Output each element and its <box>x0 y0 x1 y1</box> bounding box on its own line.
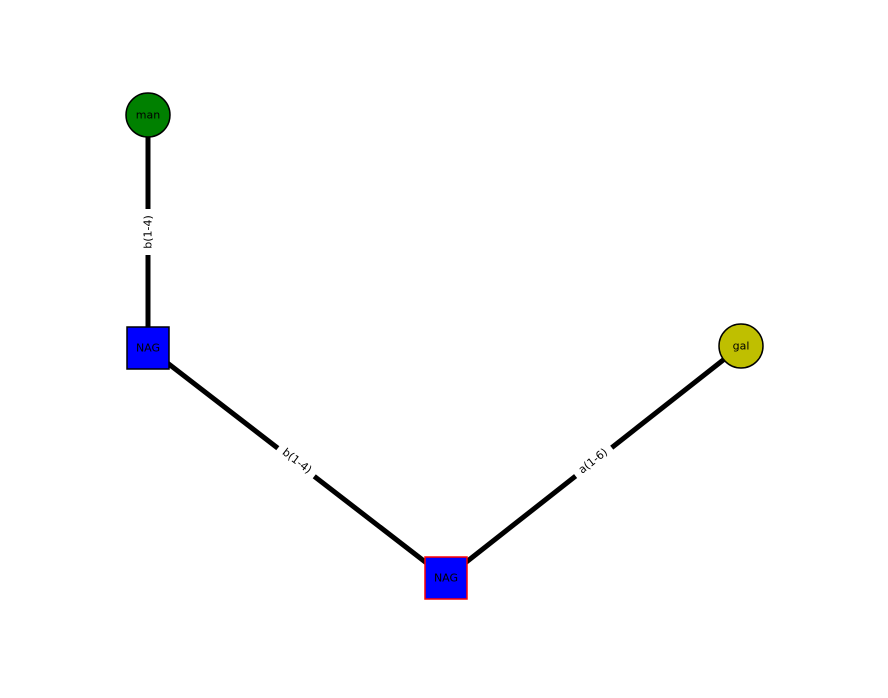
node-nag1-label: NAG <box>136 342 160 355</box>
node-nag1 <box>126 326 170 370</box>
edge-label-bg <box>569 440 617 482</box>
edge-label-bg <box>140 209 156 255</box>
edge-label-man-nag1: b(1-4) <box>140 209 156 255</box>
edge-label-text: b(1-4) <box>142 215 155 249</box>
edge-label-nag2-gal: a(1-6) <box>569 440 617 482</box>
node-gal <box>718 323 764 369</box>
node-nag2-label: NAG <box>434 572 458 585</box>
edge-label-nag1-nag2: b(1-4) <box>273 440 321 482</box>
node-man <box>125 92 171 138</box>
edge-label-bg <box>273 440 321 482</box>
node-gal-label: gal <box>733 340 750 353</box>
node-nag2 <box>424 556 468 600</box>
node-man-label: man <box>136 109 160 122</box>
